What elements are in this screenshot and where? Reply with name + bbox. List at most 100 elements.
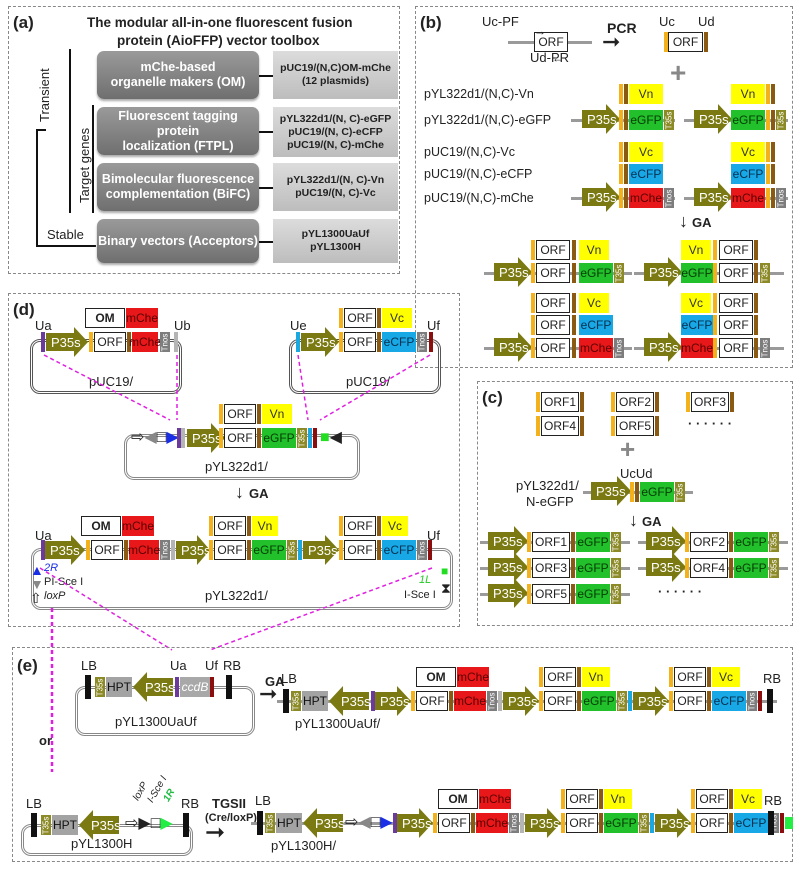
arrow-uf-to-pyl xyxy=(319,354,431,421)
uc-site xyxy=(433,813,437,833)
t35s-terminator: T35s xyxy=(41,815,51,835)
uc-site xyxy=(411,691,415,711)
ub-site xyxy=(520,813,524,833)
uc-site xyxy=(766,110,770,130)
uc-site xyxy=(527,558,531,578)
uc-site xyxy=(531,240,535,260)
acceptor1-label: pYL1300UaUf xyxy=(115,714,197,729)
ud-site xyxy=(771,142,775,162)
p35s-promoter: P35s xyxy=(494,332,532,362)
vn-fragment: Vn xyxy=(681,240,711,260)
uc-site xyxy=(339,332,343,352)
ud-site xyxy=(127,332,131,352)
ud-site xyxy=(729,813,733,833)
p35s-promoter: P35s xyxy=(488,552,528,582)
site-markers-right: ■◀ xyxy=(320,428,342,448)
2r-icon: ▶ xyxy=(380,814,393,831)
tgsii-label: TGSII xyxy=(212,796,246,811)
i-sce-icon: ▶ xyxy=(138,815,151,832)
hpt: HPT xyxy=(106,677,132,697)
p35s-promoter: P35s xyxy=(45,535,85,565)
primer-reverse-arrow: ← xyxy=(552,51,564,65)
ud-site xyxy=(247,516,251,536)
tree-line-target xyxy=(92,105,94,213)
p35s-promoter: P35s xyxy=(646,526,686,556)
uc-site xyxy=(713,338,717,358)
p35s-promoter: P35s xyxy=(655,808,691,838)
uc-site xyxy=(664,32,668,52)
p35s-promoter: P35s xyxy=(646,552,686,582)
ue-site xyxy=(628,691,632,711)
ud-site xyxy=(771,84,775,104)
p35s-promoter: P35s xyxy=(488,578,528,608)
orf: ORF xyxy=(719,315,753,335)
t35s-terminator: T35s xyxy=(611,584,621,604)
ua-site xyxy=(41,540,45,560)
p35s-promoter-reverse: P35s xyxy=(133,672,175,702)
ecfp: eCFP xyxy=(712,691,746,711)
plasmid-name: pYL1300UaUf xyxy=(301,228,370,240)
rb-label: RB xyxy=(764,793,783,808)
uc-site xyxy=(339,308,343,328)
orf: ORF xyxy=(416,691,448,711)
p35s-promoter: P35s xyxy=(694,104,732,134)
ecfp: eCFP xyxy=(629,164,663,184)
category-text: Binary vectors (Acceptors) xyxy=(98,233,258,248)
t35s-terminator: T35s xyxy=(287,540,297,560)
ellipsis: · · · · · · xyxy=(688,416,733,431)
egfp: eGFP xyxy=(576,584,610,604)
ecfp: eCFP xyxy=(382,540,416,560)
tnos-terminator: Tnos xyxy=(776,188,786,208)
orf4: ORF4 xyxy=(690,558,728,578)
loxp-icon: ⇧ xyxy=(30,590,42,606)
arrow-uf-to-acceptor xyxy=(209,567,433,651)
vc-fragment: Vc xyxy=(712,667,740,687)
uc-site xyxy=(669,691,673,711)
category-text: Bimolecular fluorescence xyxy=(101,172,255,186)
i-sce-icon: ◀ xyxy=(329,429,342,446)
rb-label: RB xyxy=(223,658,242,673)
site-markers: ⇨◀□▶ xyxy=(131,428,179,448)
p35s-promoter: P35s xyxy=(494,257,532,287)
lb-border xyxy=(283,689,289,713)
hpt: HPT xyxy=(52,815,78,835)
plasmids-binary: pYL1300UaUf pYL1300H xyxy=(273,219,398,263)
plasmids-ftpl: pYL322d1/(N, C)-eGFP pUC19/(N, C)-eCFP p… xyxy=(273,107,398,157)
connector xyxy=(259,241,273,243)
rb-label: RB xyxy=(181,796,200,811)
ecfp: eCFP xyxy=(734,813,768,833)
category-ftpl: Fluorescent tagging protein localization… xyxy=(97,107,259,155)
uc-site xyxy=(619,84,623,104)
p35s-promoter-reverse: P35s xyxy=(79,810,121,840)
ud-site xyxy=(624,142,628,162)
ud-site xyxy=(707,667,711,687)
ud-site xyxy=(754,315,758,335)
ga-label: GA xyxy=(265,674,285,689)
t35s-terminator: T35s xyxy=(769,532,779,552)
primer-forward-label: Uc-PF xyxy=(482,14,519,29)
ud-site xyxy=(572,338,576,358)
uc-site xyxy=(686,392,690,412)
uc-site xyxy=(527,532,531,552)
vn-fragment: Vn xyxy=(731,84,765,104)
ue-site xyxy=(650,813,654,833)
plus-sign: + xyxy=(670,57,687,88)
p35s-promoter: P35s xyxy=(591,476,631,506)
ud-site xyxy=(580,392,584,412)
tnos-terminator: Tnos xyxy=(664,188,674,208)
t35s-terminator: T35s xyxy=(639,813,649,833)
panel-c-label: (c) xyxy=(482,388,503,407)
orf: ORF xyxy=(719,338,753,358)
ud-site xyxy=(377,332,381,352)
orf: ORF xyxy=(214,540,246,560)
ecfp: eCFP xyxy=(579,315,613,335)
ellipsis: · · · · · · xyxy=(658,584,703,599)
ud-site xyxy=(257,428,261,448)
category-text: localization (FTPL) xyxy=(122,138,234,153)
vector-name: pUC19/(N,C)-mChe xyxy=(424,191,534,205)
uc-site xyxy=(619,164,623,184)
ud-site xyxy=(754,263,758,283)
primer-forward-arrow: → xyxy=(534,24,546,38)
orf-pcr-product: ORF xyxy=(668,32,703,52)
ud-site xyxy=(599,789,603,809)
